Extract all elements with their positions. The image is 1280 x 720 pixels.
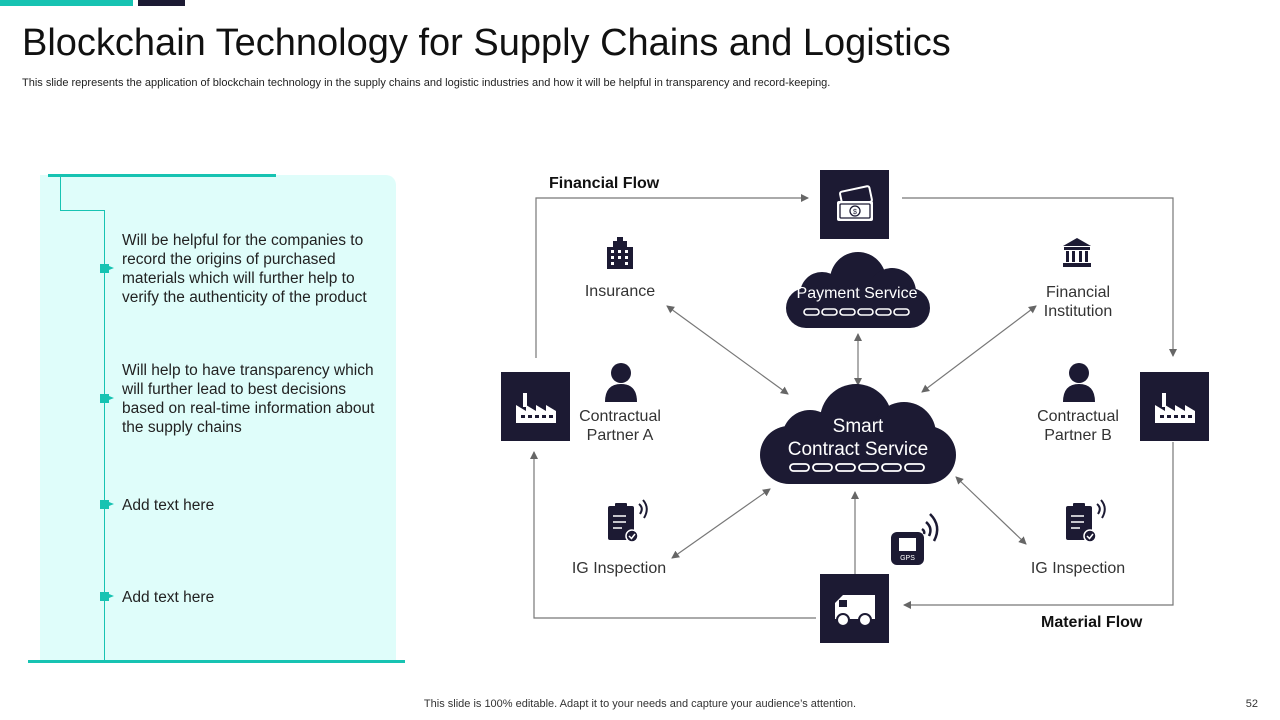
smart-contract-label: Smart Contract Service xyxy=(758,415,958,461)
factory-box-left xyxy=(501,372,570,441)
partner-b-line1: Contractual xyxy=(1037,408,1119,425)
panel-item-1: Will be helpful for the companies to rec… xyxy=(122,232,367,306)
ig-inspection-left-label: IG Inspection xyxy=(571,560,667,577)
smart-contract-cloud-shape xyxy=(760,384,956,484)
smart-contract-line1: Smart xyxy=(832,416,884,437)
person-icon xyxy=(1063,363,1095,402)
gps-icon: GPS xyxy=(891,513,939,565)
panel-top-line xyxy=(48,174,276,177)
payment-service-label: Payment Service xyxy=(796,285,918,302)
clipboard-icon xyxy=(608,499,648,543)
financial-flow-label: Financial Flow xyxy=(549,175,660,192)
truck-box xyxy=(820,574,889,643)
panel-connector xyxy=(60,176,61,211)
svg-text:$: $ xyxy=(853,209,857,216)
bank-icon xyxy=(1063,238,1091,267)
person-icon xyxy=(605,363,637,402)
slide-subtitle: This slide represents the application of… xyxy=(22,77,831,89)
money-box: $ xyxy=(820,170,889,239)
panel-item-4: Add text here xyxy=(122,589,215,606)
accent-bar-dark xyxy=(138,0,185,6)
factory-icon xyxy=(515,392,556,423)
factory-box-right xyxy=(1140,372,1209,441)
bullet-marker xyxy=(100,592,114,601)
financial-institution-line1: Financial xyxy=(1045,284,1111,301)
building-icon xyxy=(607,237,633,269)
panel-connector xyxy=(60,210,105,211)
truck-icon xyxy=(834,594,875,627)
smart-contract-line2: Contract Service xyxy=(787,439,929,460)
money-icon: $ xyxy=(836,184,873,221)
financial-institution-label: Financial Institution xyxy=(1018,283,1138,321)
payment-cloud-shape xyxy=(786,252,930,328)
timeline-line xyxy=(104,211,105,661)
partner-a-line2: Partner A xyxy=(586,427,654,444)
bullet-marker xyxy=(100,264,114,273)
slide-title: Blockchain Technology for Supply Chains … xyxy=(22,22,951,64)
partner-b-line2: Partner B xyxy=(1044,427,1112,444)
partner-b-label: Contractual Partner B xyxy=(1018,407,1138,445)
panel-item-3: Add text here xyxy=(122,497,215,514)
ig-inspection-right-label: IG Inspection xyxy=(1030,560,1126,577)
panel-bottom-line xyxy=(28,660,405,663)
footer-note: This slide is 100% editable. Adapt it to… xyxy=(423,698,857,710)
clipboard-icon xyxy=(1066,499,1106,543)
info-panel xyxy=(40,175,396,662)
page-number: 52 xyxy=(1245,698,1258,710)
panel-item-2: Will help to have transparency which wil… xyxy=(122,362,375,436)
factory-icon xyxy=(1154,392,1195,423)
partner-a-line1: Contractual xyxy=(579,408,661,425)
financial-institution-line2: Institution xyxy=(1043,303,1113,320)
bullet-marker xyxy=(100,500,114,509)
bullet-marker xyxy=(100,394,114,403)
gps-label: GPS xyxy=(900,555,915,562)
material-flow-label: Material Flow xyxy=(1041,614,1143,631)
accent-bar xyxy=(0,0,133,6)
partner-a-label: Contractual Partner A xyxy=(560,407,680,445)
insurance-label: Insurance xyxy=(584,283,656,300)
